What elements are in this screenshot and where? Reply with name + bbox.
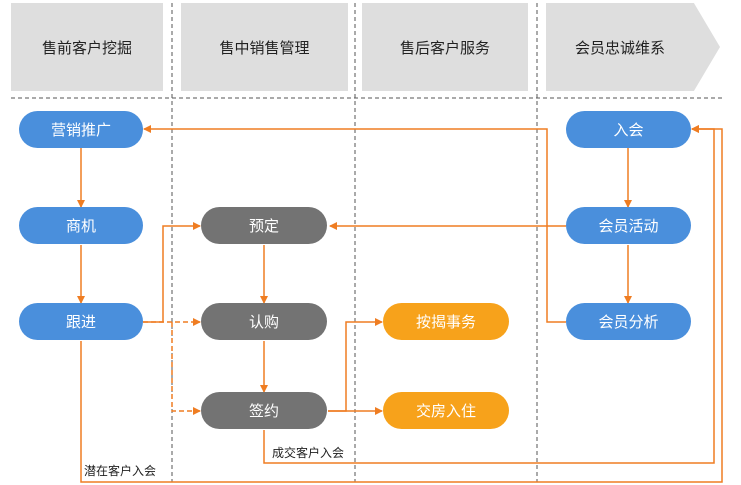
column-header-loyalty-label: 会员忠诚维系	[574, 38, 665, 57]
node-subscribe: 认购	[201, 303, 327, 340]
node-follow-up: 跟进	[19, 303, 143, 340]
node-mortgage: 按揭事务	[383, 303, 509, 340]
node-member-activity: 会员活动	[566, 207, 691, 244]
node-sign: 签约	[201, 392, 327, 429]
arrow-followup-to-sign	[171, 322, 201, 415]
node-opportunity: 商机	[19, 207, 143, 244]
node-reserve: 预定	[201, 207, 327, 244]
label-potential-join: 潜在客户入会	[84, 464, 157, 478]
arrow-potential-to-join	[80, 125, 723, 483]
column-header-loyalty: 会员忠诚维系	[546, 3, 720, 91]
node-member-analysis: 会员分析	[566, 303, 691, 340]
column-header-presale-label: 售前客户挖掘	[41, 38, 132, 57]
column-header-aftersale: 售后客户服务	[362, 3, 528, 91]
column-header-presale: 售前客户挖掘	[11, 3, 163, 91]
node-handover: 交房入住	[383, 392, 509, 429]
column-header-aftersale-label: 售后客户服务	[399, 38, 490, 57]
arrow-analysis-to-marketing	[143, 125, 566, 323]
label-deal-join: 成交客户入会	[272, 446, 345, 460]
column-header-insale: 售中销售管理	[181, 3, 348, 91]
node-marketing: 营销推广	[19, 111, 143, 148]
column-header-insale-label: 售中销售管理	[219, 38, 310, 57]
node-join: 入会	[566, 111, 691, 148]
